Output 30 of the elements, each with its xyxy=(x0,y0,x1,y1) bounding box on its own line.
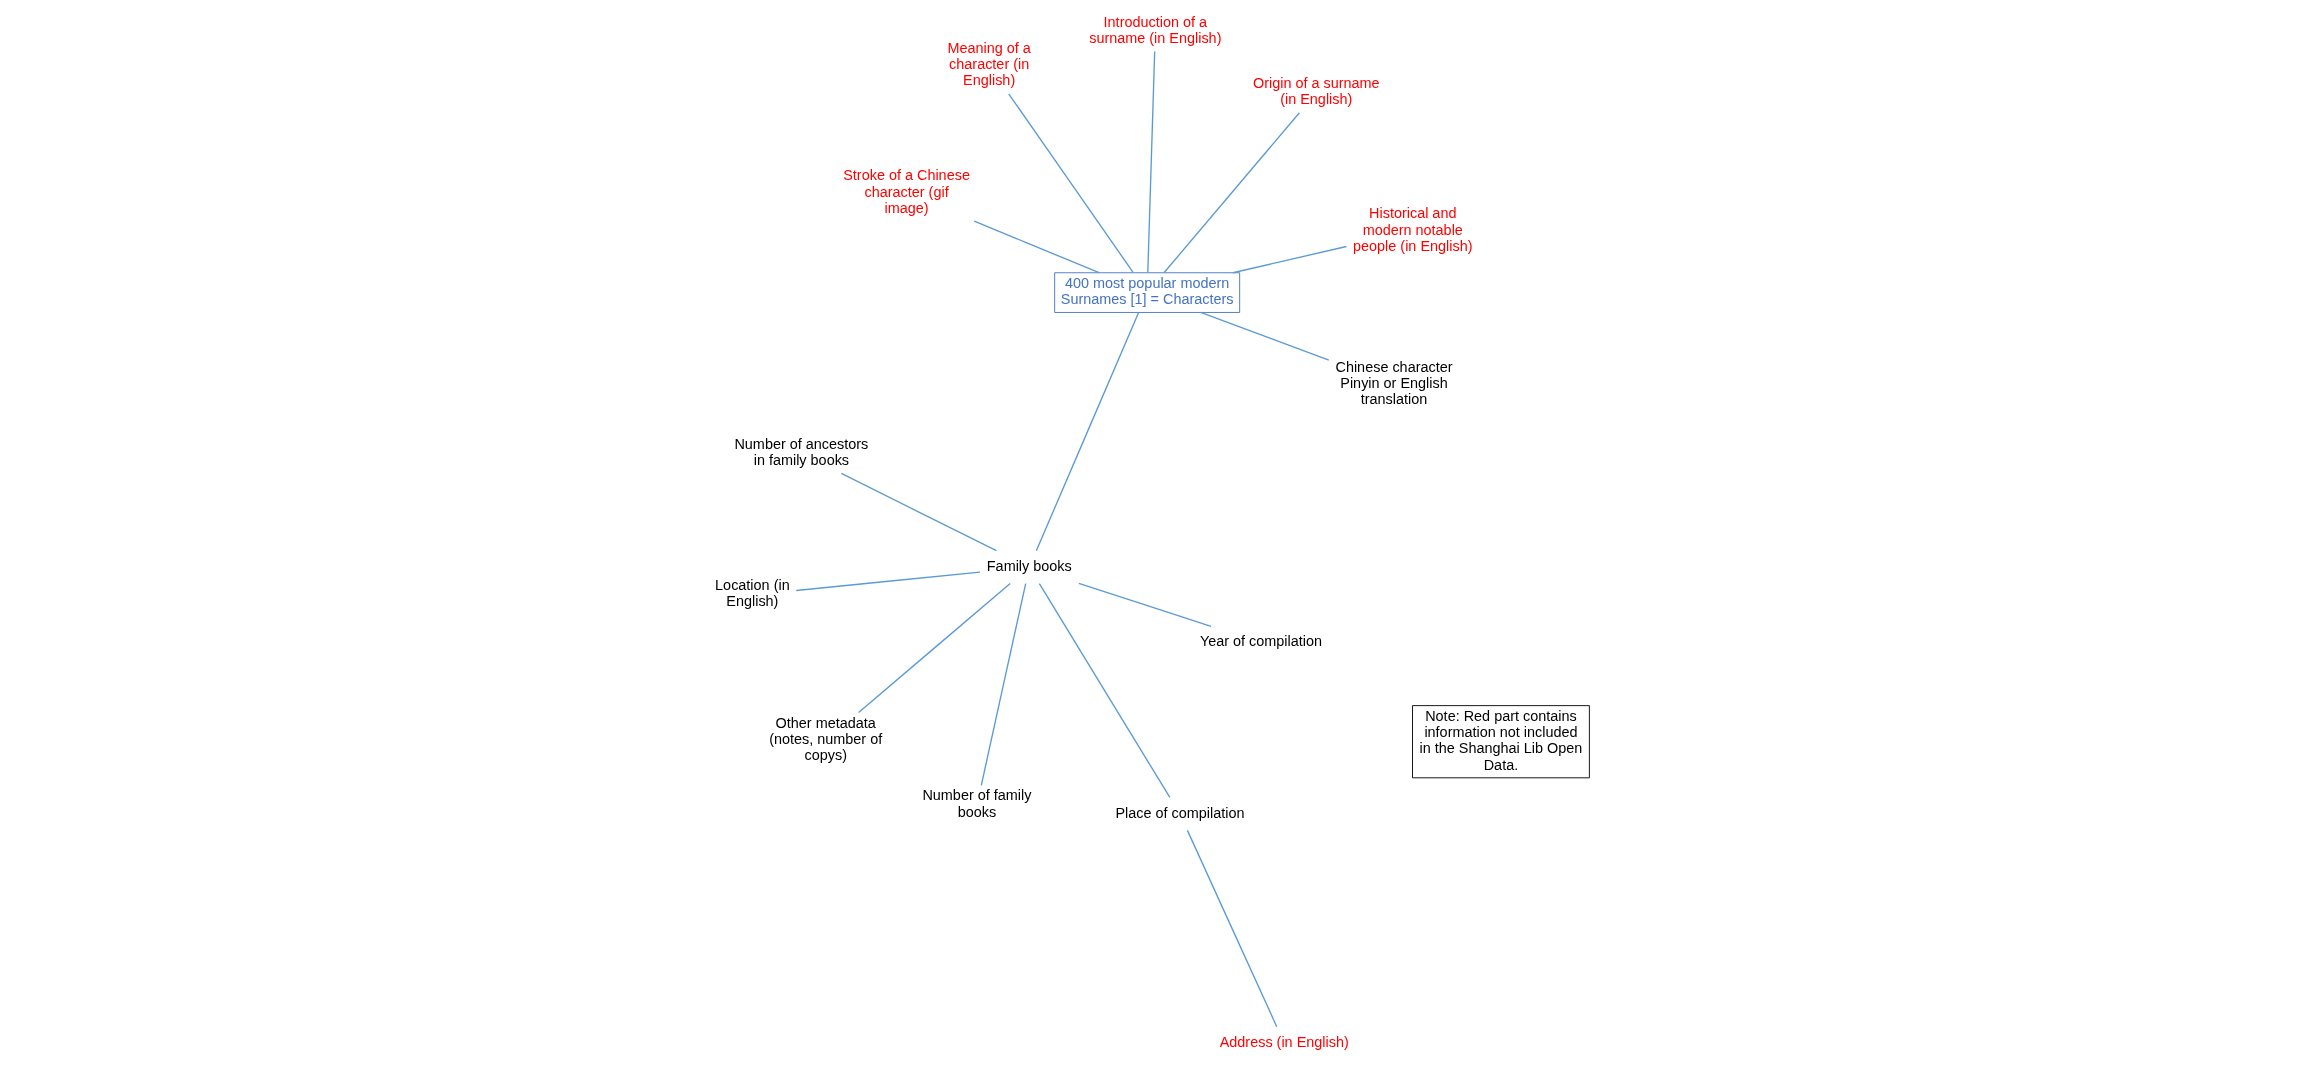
node-text: Meaning of a character (in English) xyxy=(946,39,1031,89)
connector xyxy=(1186,829,1277,1028)
connector xyxy=(840,472,997,552)
connector xyxy=(1146,50,1155,274)
node-text: Introduction of a surname (in English) xyxy=(1088,13,1221,47)
node-text: Address (in English) xyxy=(1219,1033,1349,1050)
connector xyxy=(973,220,1100,274)
connector xyxy=(1038,582,1171,799)
node-text: Place of compilation xyxy=(1114,804,1245,821)
connector xyxy=(857,582,1011,714)
node-text: Historical and modern notable people (in English) xyxy=(1352,205,1472,254)
connector xyxy=(980,582,1026,786)
connector xyxy=(1231,245,1347,274)
connector xyxy=(1035,311,1139,552)
node-text: Year of compilation xyxy=(1199,633,1322,650)
node-text: Chinese character Pinyin or English translation xyxy=(1334,358,1453,408)
node-text: Stroke of a Chinese character (gif image) xyxy=(842,167,970,216)
node-text: Origin of a surname (in English) xyxy=(1252,75,1380,108)
node-text: Other metadata (notes, number of copys) xyxy=(768,714,882,764)
connector xyxy=(795,571,981,592)
node-box: Note: Red part contains information not included in the Shanghai Lib Open Data. xyxy=(1411,705,1590,779)
node-text: Number of ancestors in family books xyxy=(733,435,868,469)
node-text: Number of family books xyxy=(921,787,1031,820)
connector xyxy=(1199,311,1329,361)
node-text: Family books xyxy=(986,557,1072,574)
connector xyxy=(1077,582,1212,628)
connector xyxy=(1007,93,1134,274)
connector xyxy=(1163,112,1300,274)
node-box: 400 most popular modern Surnames [1] = Characters xyxy=(1053,272,1240,313)
node-text: Location (in English) xyxy=(714,577,790,610)
